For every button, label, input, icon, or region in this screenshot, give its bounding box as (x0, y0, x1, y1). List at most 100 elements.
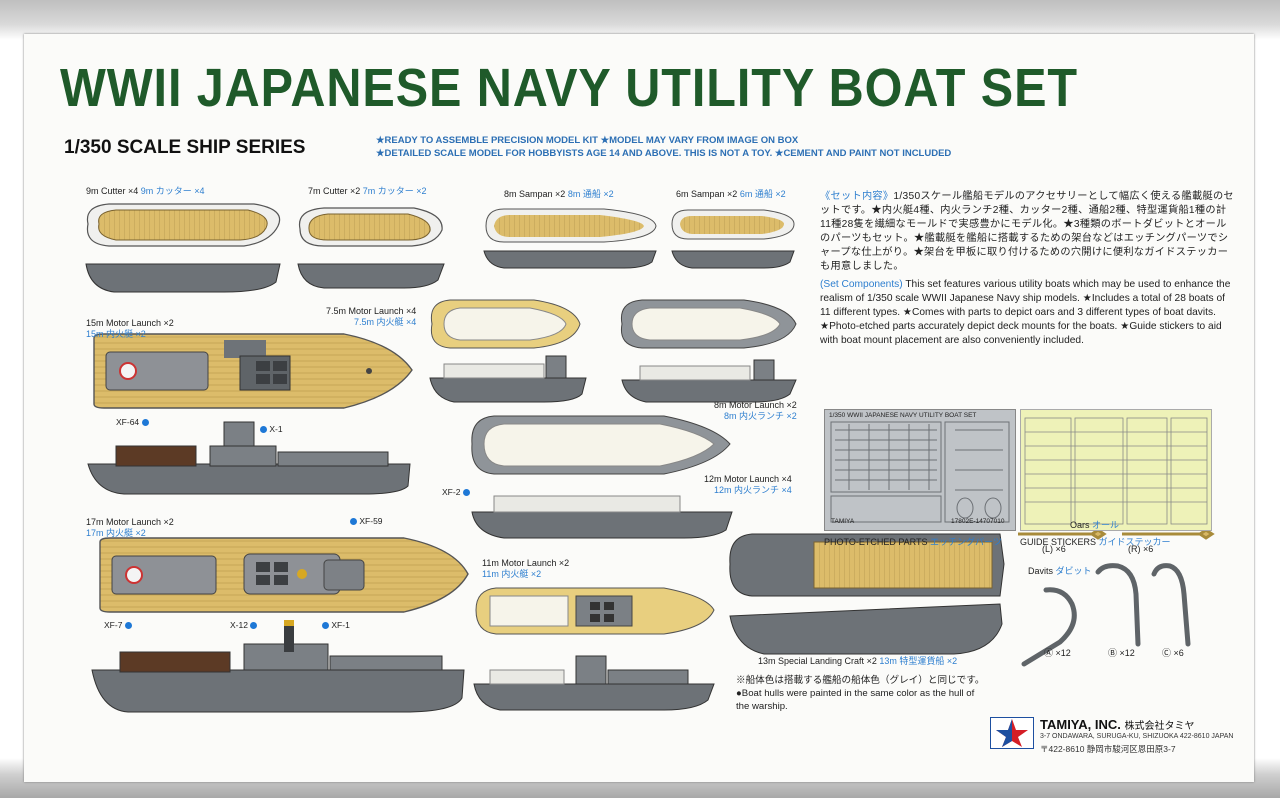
pe-parts-grid (830, 421, 1010, 523)
description-jp: 《セット内容》1/350スケール艦船モデルのアクセサリーとして幅広く使える艦載艇… (820, 190, 1234, 274)
label-en: 12m Motor Launch ×4 (704, 474, 792, 484)
label-en: 8m Motor Launch ×2 (714, 400, 797, 410)
oars-right-count: (R) ×6 (1128, 544, 1154, 554)
set-description: 《セット内容》1/350スケール艦船モデルのアクセサリーとして幅広く使える艦載艇… (820, 190, 1234, 348)
paint-code-xf7: XF-7 (104, 620, 132, 630)
paint-code-x1: X-1 (260, 424, 283, 434)
label-jp: 15m 内火艇 ×2 (86, 329, 146, 339)
cutter-7m-top (298, 207, 443, 247)
box-notes: ★READY TO ASSEMBLE PRECISION MODEL KIT ★… (376, 134, 951, 160)
tamiya-star-logo (990, 717, 1034, 749)
label-cutter-9m: 9m Cutter ×4 9m カッター ×4 (86, 186, 205, 197)
label-jp: 8m 内火ランチ ×2 (724, 411, 797, 421)
callout-dot-icon (124, 622, 132, 630)
label-en: 9m Cutter ×4 (86, 186, 139, 196)
label-sampan-6m: 6m Sampan ×2 6m 通船 ×2 (676, 189, 786, 200)
launch-75m-side (429, 355, 587, 403)
davits-caption: Davits ダビット (1028, 564, 1092, 577)
callout-dot-icon (141, 419, 149, 427)
description-jp-body: 1/350スケール艦船モデルのアクセサリーとして幅広く使える艦載艇のセットです。… (820, 191, 1234, 272)
oars-left-count: (L) ×6 (1042, 544, 1066, 554)
paint-code-xf59: XF-59 (350, 516, 383, 526)
callout-dot-icon (250, 622, 258, 630)
launch-17m-top (99, 537, 469, 613)
cutter-9m-top (86, 203, 281, 247)
sampan-6m-side (671, 250, 795, 269)
label-en: 11m Motor Launch ×2 (482, 558, 570, 568)
paint-code-xf64: XF-64 (116, 417, 149, 427)
description-en-body: This set features various utility boats … (820, 279, 1231, 346)
caption-jp: エッチングパーツ (930, 537, 1002, 547)
description-en: (Set Components) This set features vario… (820, 278, 1234, 348)
landing-craft-13m-top (729, 533, 1005, 597)
hull-color-note: ※船体色は搭載する艦船の船体色（グレイ）と同じです。 ●Boat hulls w… (736, 674, 986, 713)
code-text: X-12 (230, 620, 248, 630)
pe-sheet-code: TAMIYA (831, 518, 855, 525)
launch-11m-side (473, 655, 715, 711)
paint-code-xf1: XF-1 (322, 620, 350, 630)
pe-sheet-title: 1/350 WWII JAPANESE NAVY UTILITY BOAT SE… (829, 412, 977, 419)
davit-a-count: Ⓐ ×12 (1044, 648, 1071, 658)
launch-11m-top (475, 587, 715, 635)
caption-en: Oars (1070, 520, 1090, 530)
notes-line-1: ★READY TO ASSEMBLE PRECISION MODEL KIT ★… (376, 135, 799, 146)
footnote-en: ●Boat hulls were painted in the same col… (736, 688, 975, 712)
guide-caption: GUIDE STICKERS ガイドステッカー (1020, 535, 1171, 548)
description-en-heading: (Set Components) (820, 279, 903, 290)
launch-12m-side (471, 495, 733, 539)
pe-caption: PHOTO-ETCHED PARTS エッチングパーツ (824, 535, 1002, 548)
box-panel: WWII JAPANESE NAVY UTILITY BOAT SET 1/35… (24, 34, 1254, 782)
launch-8m-side (621, 359, 797, 403)
oars-illustration (1018, 528, 1215, 540)
cutter-7m-side (297, 263, 445, 289)
caption-jp: オール (1092, 520, 1120, 530)
paint-code-xf2: XF-2 (442, 487, 470, 497)
callout-dot-icon (462, 489, 470, 497)
label-en: 13m Special Landing Craft ×2 (758, 656, 877, 666)
sampan-6m-deck (680, 216, 784, 234)
code-text: XF-2 (442, 487, 461, 497)
label-en: 8m Sampan ×2 (504, 189, 566, 199)
photo-etched-sheet: 1/350 WWII JAPANESE NAVY UTILITY BOAT SE… (824, 409, 1016, 531)
label-jp: 12m 内火ランチ ×4 (714, 485, 792, 495)
label-sampan-8m: 8m Sampan ×2 8m 通船 ×2 (504, 189, 614, 200)
callout-dot-icon (260, 426, 267, 434)
cutter-9m-side (85, 263, 281, 293)
notes-line-2: ★DETAILED SCALE MODEL FOR HOBBYISTS AGE … (376, 148, 952, 159)
callout-dot-icon (350, 518, 357, 526)
davits-illustration (1021, 563, 1191, 667)
caption-jp: ダビット (1055, 566, 1092, 576)
davit-c-count: Ⓒ ×6 (1162, 648, 1184, 658)
label-en: 15m Motor Launch ×2 (86, 318, 174, 328)
label-en: 6m Sampan ×2 (676, 189, 738, 199)
label-en: 7m Cutter ×2 (308, 186, 361, 196)
callout-dot-icon (322, 622, 329, 630)
oars-caption: Oars オール (1070, 518, 1119, 531)
company-name-row: TAMIYA, INC. 株式会社タミヤ (1040, 717, 1195, 732)
label-jp: 7.5m 内火艇 ×4 (354, 317, 417, 327)
caption-en: PHOTO-ETCHED PARTS (824, 537, 928, 547)
caption-en: Davits (1028, 566, 1054, 576)
label-jp: 8m 通船 ×2 (567, 189, 614, 199)
launch-15m-top (93, 333, 413, 409)
code-text: XF-59 (359, 516, 383, 526)
footnote-jp: ※船体色は搭載する艦船の船体色（グレイ）と同じです。 (736, 675, 985, 686)
label-jp: 9m カッター ×4 (140, 186, 205, 196)
davit-b-count: Ⓑ ×12 (1108, 648, 1135, 658)
company-address: 3-7 ONDAWARA, SURUGA-KU, SHIZUOKA 422-86… (1040, 733, 1234, 740)
label-cutter-7m: 7m Cutter ×2 7m カッター ×2 (308, 186, 427, 197)
product-title: WWII JAPANESE NAVY UTILITY BOAT SET (60, 58, 1078, 118)
series-label: 1/350 SCALE SHIP SERIES (64, 137, 306, 158)
label-en: 17m Motor Launch ×2 (86, 517, 174, 527)
label-jp: 7m カッター ×2 (362, 186, 427, 196)
label-jp: 17m 内火艇 ×2 (86, 528, 146, 538)
launch-17m-side (91, 620, 465, 713)
company-jp-address: 〒422-8610 静岡市駿河区恩田原3-7 (1040, 744, 1176, 754)
label-jp: 11m 内火艇 ×2 (482, 569, 542, 579)
code-text: XF-64 (116, 417, 140, 427)
